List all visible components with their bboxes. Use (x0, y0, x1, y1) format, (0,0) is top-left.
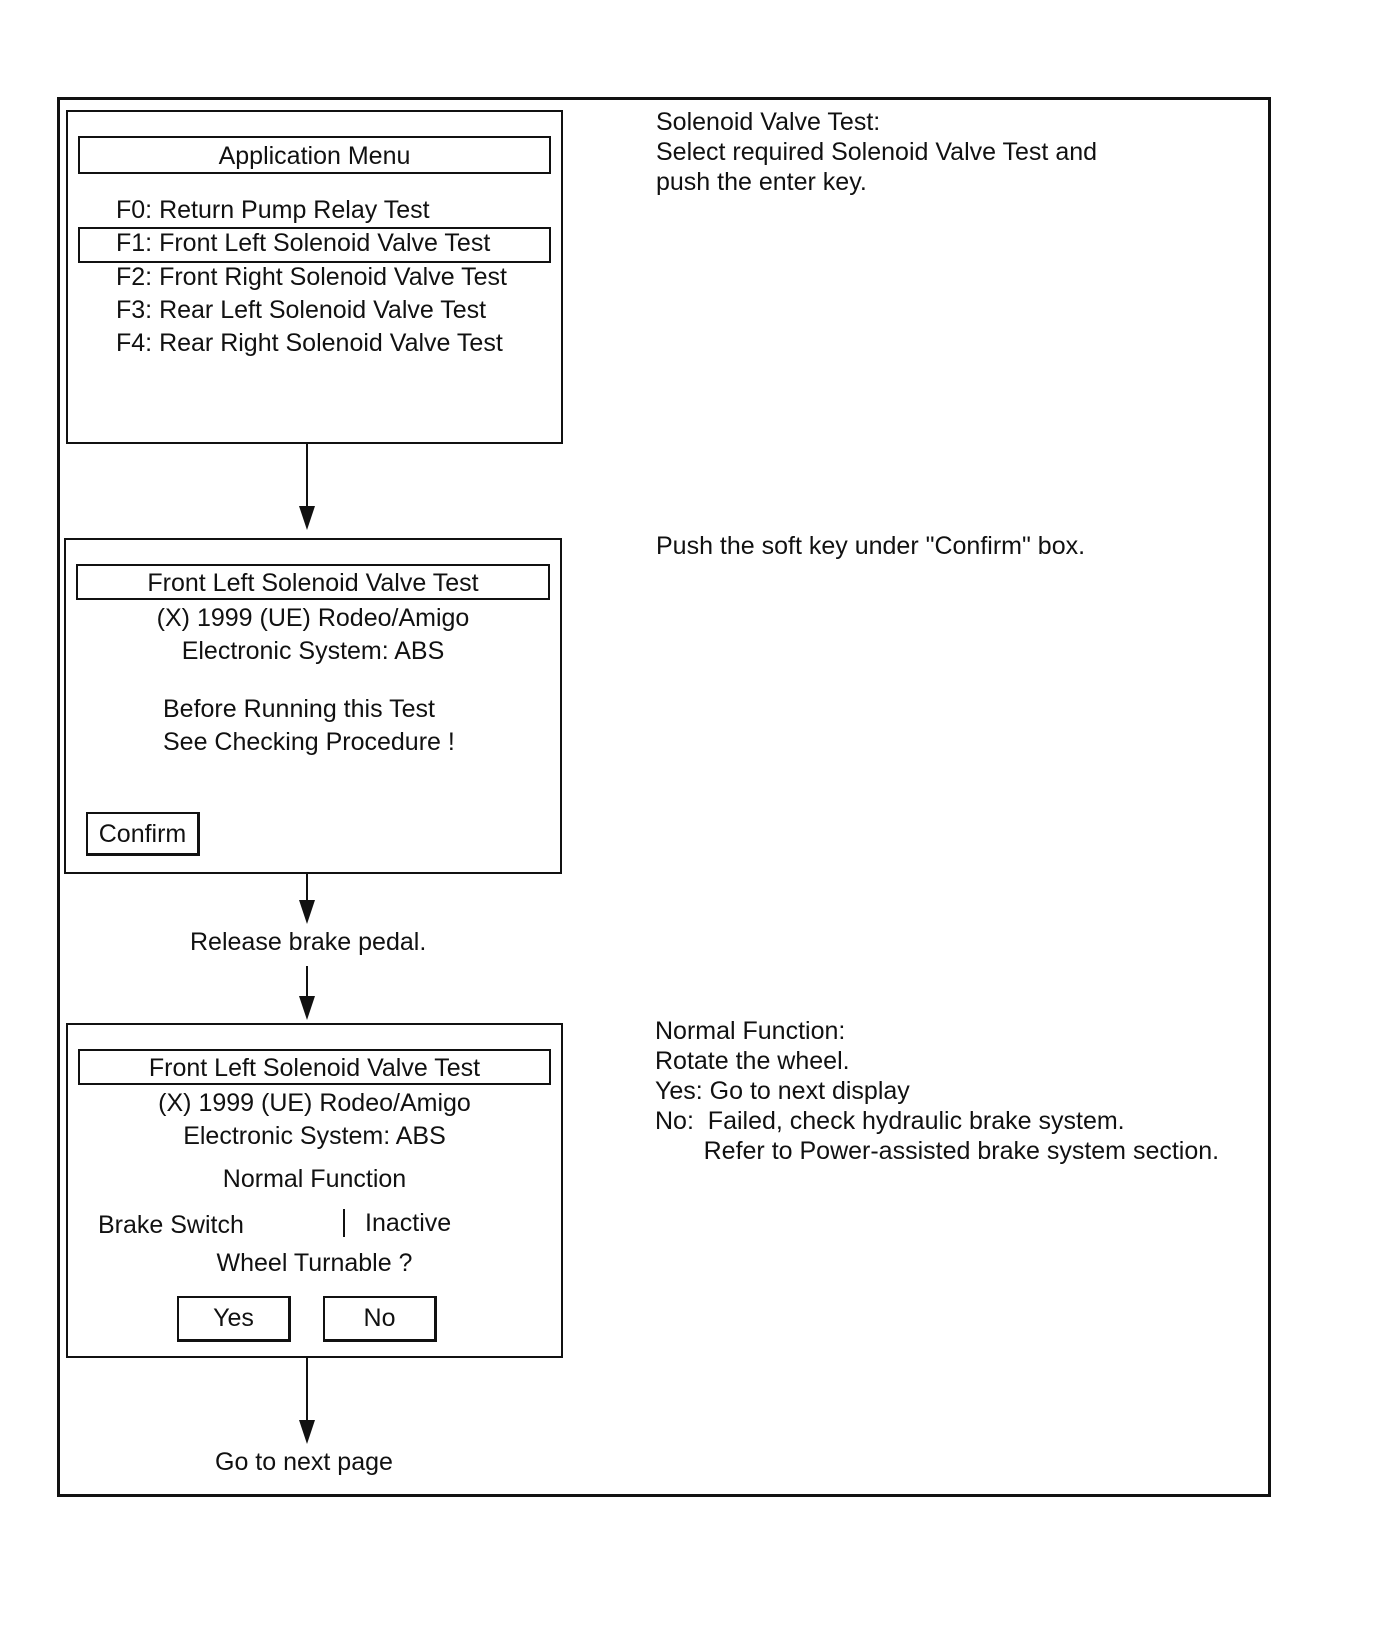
param-divider (343, 1209, 345, 1237)
note-normal-function: Normal Function: Rotate the wheel. Yes: … (655, 1016, 1219, 1166)
flow-arrow-head-icon (299, 1420, 315, 1444)
param-name: Brake Switch (98, 1211, 244, 1239)
no-button[interactable]: No (323, 1296, 437, 1342)
menu-item-f2[interactable]: F2: Front Right Solenoid Valve Test (116, 263, 507, 291)
warning-line-1: Before Running this Test (163, 695, 435, 723)
note-line: Normal Function: (655, 1017, 846, 1045)
note-line: Rotate the wheel. (655, 1047, 850, 1075)
confirm-button[interactable]: Confirm (86, 812, 200, 856)
vehicle-info: (X) 1999 (UE) Rodeo/Amigo (158, 1089, 471, 1117)
menu-item-f3[interactable]: F3: Rear Left Solenoid Valve Test (116, 296, 487, 324)
confirm-screen: Front Left Solenoid Valve Test (X) 1999 … (64, 538, 562, 874)
flow-arrow-head-icon (299, 506, 315, 530)
param-value: Inactive (365, 1209, 452, 1237)
step-next-page: Go to next page (215, 1448, 393, 1476)
note-line: Refer to Power-assisted brake system sec… (655, 1137, 1220, 1165)
system-info: Electronic System: ABS (183, 1122, 446, 1150)
note-line: Yes: Go to next display (655, 1077, 910, 1105)
flow-arrow-line (306, 874, 308, 916)
normal-function-screen: Front Left Solenoid Valve Test (X) 1999 … (66, 1023, 563, 1358)
diagram-frame (57, 97, 1271, 1497)
application-menu-title: Application Menu (78, 136, 551, 174)
note-line: No: Failed, check hydraulic brake system… (655, 1107, 1125, 1135)
menu-item-f0[interactable]: F0: Return Pump Relay Test (116, 196, 430, 224)
flow-arrow-head-icon (299, 996, 315, 1020)
note-solenoid-valve-test: Solenoid Valve Test: Select required Sol… (656, 107, 1097, 197)
flow-arrow-line (306, 1358, 308, 1424)
flow-arrow-head-icon (299, 900, 315, 924)
menu-item-f1[interactable]: F1: Front Left Solenoid Valve Test (116, 229, 491, 257)
normal-function-title: Front Left Solenoid Valve Test (78, 1049, 551, 1085)
flow-arrow-line (306, 444, 308, 510)
mode-label: Normal Function (222, 1165, 407, 1193)
warning-line-2: See Checking Procedure ! (163, 728, 455, 756)
note-line: push the enter key. (656, 168, 867, 196)
yes-button[interactable]: Yes (177, 1296, 291, 1342)
system-info: Electronic System: ABS (181, 637, 445, 665)
menu-item-f4[interactable]: F4: Rear Right Solenoid Valve Test (116, 329, 503, 357)
application-menu-screen: Application Menu F0: Return Pump Relay T… (66, 110, 563, 444)
note-push-confirm: Push the soft key under "Confirm" box. (656, 532, 1086, 560)
note-line: Select required Solenoid Valve Test and (656, 138, 1098, 166)
question-label: Wheel Turnable ? (216, 1249, 413, 1277)
confirm-screen-title: Front Left Solenoid Valve Test (76, 564, 550, 600)
step-release-brake: Release brake pedal. (190, 928, 427, 956)
vehicle-info: (X) 1999 (UE) Rodeo/Amigo (156, 604, 470, 632)
flow-arrow-line (306, 966, 308, 1006)
menu-item-selected-highlight (78, 227, 551, 263)
note-line: Solenoid Valve Test: (656, 108, 881, 136)
